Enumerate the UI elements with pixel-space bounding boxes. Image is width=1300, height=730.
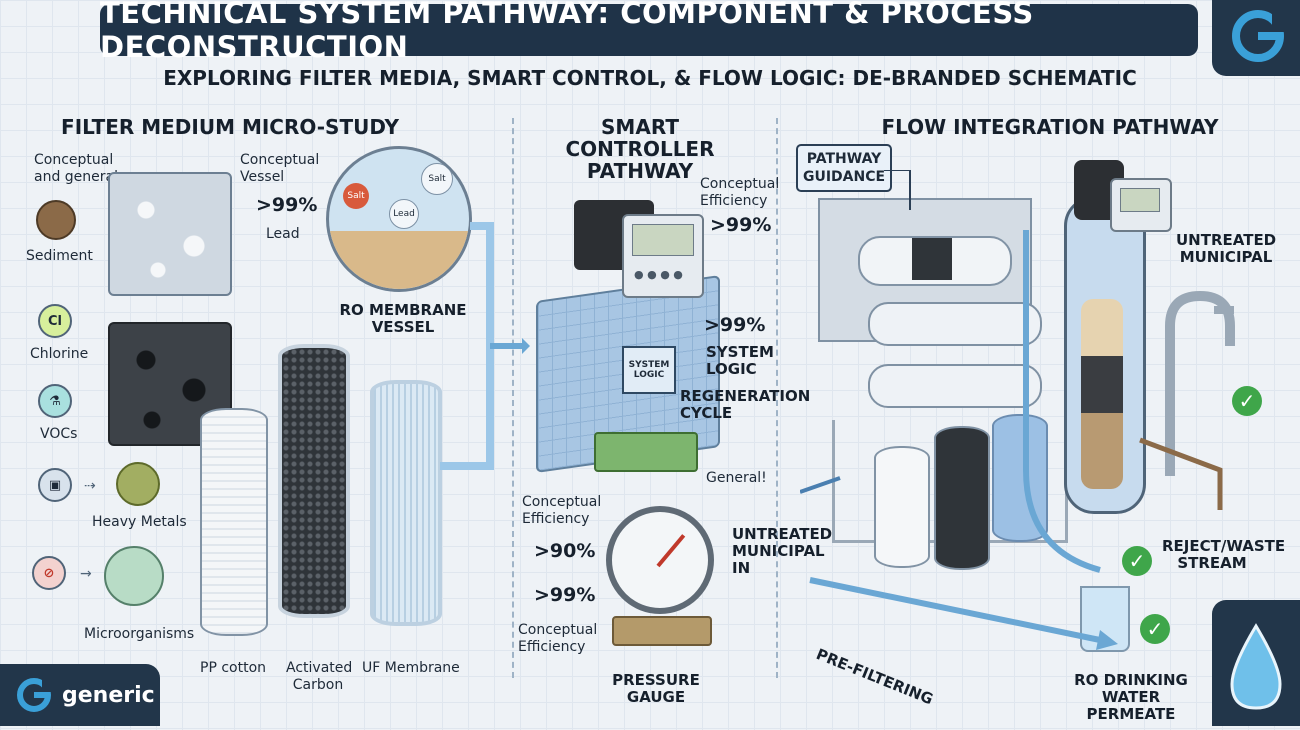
brand-name: generic [62, 682, 155, 708]
control-buttons-icon: ● ● ● ● [634, 268, 683, 281]
arrow-icon: ⇢ [84, 478, 96, 494]
section-title-controller: SMART CONTROLLER PATHWAY [565, 115, 715, 183]
section-divider [776, 118, 778, 678]
cartridge-label-uf: UF Membrane [362, 660, 460, 676]
lead-label: Lead [266, 226, 300, 242]
inline-filter [858, 236, 1012, 286]
metal-icon: ▣ [38, 468, 72, 502]
water-glass-icon [1080, 586, 1130, 652]
gauge-fitting [612, 616, 712, 646]
section-title-filter: FILTER MEDIUM MICRO-STUDY [61, 115, 399, 139]
heavy-metals-label: Heavy Metals [92, 514, 187, 530]
salt-bubble: Salt [421, 163, 453, 195]
flask-icon: ⚗ [38, 384, 72, 418]
brand-footer: generic [0, 664, 160, 726]
efficiency-99-value: >99% [534, 584, 596, 606]
sediment-icon [36, 200, 76, 240]
pp-cotton-cartridge [200, 408, 268, 636]
regeneration-cycle-label: REGENERATION CYCLE [680, 387, 811, 422]
ro-membrane-housing [868, 302, 1042, 346]
general-label: General! [706, 470, 767, 486]
chlorine-icon: Cl [38, 304, 72, 338]
sediment-media-cube [108, 172, 232, 296]
sediment-label: Sediment [26, 248, 93, 264]
microorganisms-label: Microorganisms [84, 626, 195, 642]
softener-media-bed [1081, 299, 1123, 489]
pressure-gauge-icon [606, 506, 714, 614]
water-drop-corner [1212, 600, 1300, 726]
pathway-guidance-box: PATHWAY GUIDANCE [796, 144, 892, 192]
carbon-canister [934, 426, 990, 570]
check-icon: ✓ [1140, 614, 1170, 644]
efficiency-90-value: >90% [534, 540, 596, 562]
pressure-gauge-label: PRESSURE GAUGE [612, 671, 700, 706]
softener-controller [1110, 178, 1172, 232]
membrane-magnifier: Salt Salt Lead [326, 146, 472, 292]
activated-carbon-cartridge [278, 344, 350, 618]
heavy-metal-particle-icon [116, 462, 160, 506]
controller-display: ● ● ● ● [622, 214, 704, 298]
cartridge-label-pp: PP cotton [200, 660, 267, 676]
system-logic-chip: SYSTEM LOGIC [622, 346, 676, 394]
softener-tank [1064, 196, 1146, 514]
reject-waste-label: REJECT/WASTE STREAM [1162, 537, 1286, 572]
vocs-label: VOCs [40, 426, 78, 442]
cartridge-label-carbon: Activated Carbon [286, 660, 353, 693]
efficiency-mid-value: >99% [704, 314, 766, 336]
ro-permeate-label: RO DRINKING WATER PERMEATE [1074, 671, 1188, 723]
efficiency-value: >99% [256, 194, 318, 216]
system-logic-label: SYSTEM LOGIC [706, 343, 774, 378]
water-drop-icon [1230, 623, 1282, 710]
ro-membrane-housing [868, 364, 1042, 408]
inline-filter-core [912, 238, 952, 280]
conceptual-efficiency-bottom-label: Conceptual Efficiency [518, 622, 598, 655]
flow-arrows [800, 170, 1223, 650]
pcb-module [594, 432, 698, 472]
flow-connector-pipe [440, 222, 530, 470]
arrow-icon: → [80, 566, 92, 582]
faucet-icon [1165, 290, 1235, 476]
lcd-screen [1120, 188, 1160, 212]
no-bacteria-icon: ⊘ [32, 556, 66, 590]
uf-membrane-cartridge [370, 380, 442, 626]
microorganism-icon [104, 546, 164, 606]
membrane-layer [329, 231, 469, 289]
conceptual-efficiency-mid-label: Conceptual Efficiency [522, 494, 602, 527]
gauge-needle [656, 534, 686, 568]
ro-vessel-label: RO MEMBRANE VESSEL [339, 301, 467, 336]
lcd-screen [632, 224, 694, 256]
g-logo-icon [17, 678, 56, 712]
page-subtitle: EXPLORING FILTER MEDIA, SMART CONTROL, &… [163, 66, 1137, 90]
section-divider [512, 118, 514, 678]
conceptual-efficiency-top-label: Conceptual Efficiency [700, 176, 780, 209]
page-title: TECHNICAL SYSTEM PATHWAY: COMPONENT & PR… [100, 0, 1198, 64]
efficiency-top-value: >99% [710, 214, 772, 236]
g-logo-icon [1232, 10, 1292, 62]
conceptual-vessel-label: Conceptual Vessel [240, 152, 320, 185]
prefilter-canister [874, 446, 930, 568]
chlorine-label: Chlorine [30, 346, 89, 362]
lead-bubble: Lead [389, 199, 419, 229]
untreated-municipal-in-label: UNTREATED MUNICIPAL IN [732, 525, 833, 577]
check-icon: ✓ [1122, 546, 1152, 576]
untreated-municipal-label: UNTREATED MUNICIPAL [1176, 231, 1277, 266]
salt-bubble: Salt [343, 183, 369, 209]
brand-logo-corner [1212, 0, 1300, 76]
check-icon: ✓ [1232, 386, 1262, 416]
conceptual-general-label: Conceptual and general [34, 152, 118, 185]
section-title-flow: FLOW INTEGRATION PATHWAY [881, 115, 1219, 139]
